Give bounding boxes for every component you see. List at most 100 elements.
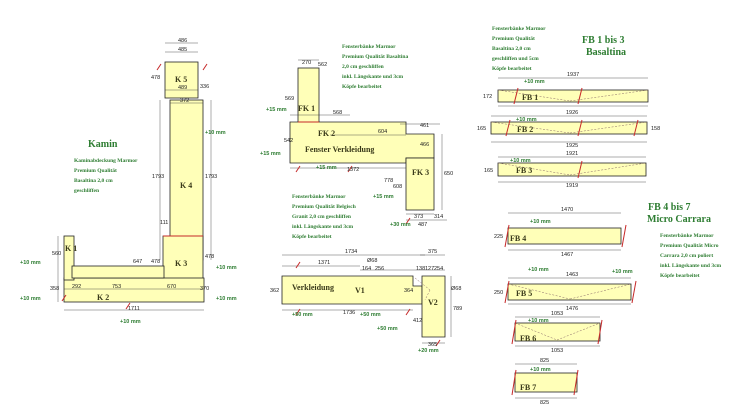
label-fb2: FB 2 <box>517 125 533 134</box>
kamin-step <box>71 265 165 279</box>
edge-red <box>156 63 162 71</box>
dim: 270 <box>302 60 311 66</box>
verk-desc-5: Köpfe bearbeitet <box>292 234 332 240</box>
dim: 172 <box>483 94 492 100</box>
edge-red <box>295 308 301 316</box>
mm-note: +30 mm <box>390 222 411 228</box>
fb2 <box>490 121 648 135</box>
dim: 127 <box>425 266 434 272</box>
dim: 569 <box>285 96 294 102</box>
fb13-desc-5: Köpfe bearbeitet <box>492 66 532 72</box>
edge-red <box>633 119 639 137</box>
dim: 1476 <box>566 306 578 312</box>
dim: 608 <box>393 184 402 190</box>
mm-note: +10 mm <box>216 296 237 302</box>
edge-red <box>577 160 583 179</box>
fb47-group: FB 4 bis 7 Micro Carrara Fensterbänke Ma… <box>494 202 722 406</box>
edge-red <box>405 217 411 225</box>
dim: 562 <box>318 62 327 68</box>
dim: 478 <box>151 259 160 265</box>
edge-red <box>511 319 517 345</box>
edge-red <box>61 294 67 302</box>
mm-note: +10 mm <box>524 79 545 85</box>
mm-note: +15 mm <box>266 107 287 113</box>
dim: 412 <box>413 318 422 324</box>
edge-red <box>573 369 579 396</box>
label-k2: K 2 <box>97 293 109 302</box>
dim: 1793 <box>152 174 164 180</box>
kamin-k3 <box>162 235 204 281</box>
mm-note: +50 mm <box>360 312 381 318</box>
fb47-desc-2: Premium Qualität Micro <box>660 243 719 249</box>
dim: 165 <box>477 126 486 132</box>
dim: 670 <box>167 284 176 290</box>
kamin-k1 <box>63 235 75 281</box>
fb47-title-2: Micro Carrara <box>647 214 711 225</box>
dim: 138 <box>416 266 425 272</box>
fb13-group: Fensterbänke Marmor Premium Qualität Bas… <box>477 26 660 189</box>
cut-line <box>497 162 571 176</box>
fenster-group: Fensterbänke Marmor Premium Qualität Bas… <box>260 44 453 228</box>
fb13-title-1: FB 1 bis 3 <box>582 35 625 46</box>
dim: 647 <box>133 259 142 265</box>
verk-desc-4: inkl. Längskante und 3cm <box>292 224 354 230</box>
dim: 336 <box>200 84 209 90</box>
dim: 568 <box>333 110 342 116</box>
dim: 1372 <box>347 167 359 173</box>
dim: 1470 <box>561 207 573 213</box>
mm-note: +50 mm <box>377 326 398 332</box>
fb13-desc-3: Basaltina 2,0 cm <box>492 46 531 52</box>
cut-line <box>569 162 647 176</box>
dim: 250 <box>494 290 503 296</box>
dim: 1467 <box>561 252 573 258</box>
dim: Ø68 <box>367 258 377 264</box>
dim: 256 <box>375 266 384 272</box>
edge-red <box>631 280 637 304</box>
label-v1: V1 <box>355 286 365 295</box>
edge-red <box>435 339 441 347</box>
kamin-k5 <box>164 61 199 99</box>
edge-red <box>513 87 519 105</box>
edge-red <box>621 224 627 248</box>
dim: 753 <box>112 284 121 290</box>
dim: 364 <box>404 288 413 294</box>
dim: 158 <box>651 126 660 132</box>
fenster-desc-5: Köpfe bearbeitet <box>342 84 382 90</box>
fb13-desc-1: Fensterbänke Marmor <box>492 26 546 32</box>
dim: 1711 <box>128 306 140 312</box>
label-k4: K 4 <box>180 181 192 190</box>
fenster-fk2 <box>289 121 435 164</box>
label-fb4: FB 4 <box>510 234 526 243</box>
edge-red <box>511 369 517 396</box>
verkleidung-group: Fensterbänke Marmor Premium Qualität Bel… <box>270 194 462 354</box>
dim: 292 <box>72 284 81 290</box>
fenster-desc-4: inkl. Längskante und 3cm <box>342 74 404 80</box>
label-fb7: FB 7 <box>520 383 536 392</box>
verk-v2 <box>421 275 446 338</box>
dim: 314 <box>434 214 443 220</box>
kamin-group: Kamin Kaminabdeckung Marmor Premium Qual… <box>20 38 237 325</box>
dim: 254 <box>434 266 443 272</box>
dim: 165 <box>484 168 493 174</box>
mm-note: +10 mm <box>516 117 537 123</box>
mm-note: +10 mm <box>528 267 549 273</box>
mm-note: +10 mm <box>528 318 549 324</box>
dim: 825 <box>540 400 549 406</box>
label-fb1: FB 1 <box>522 93 538 102</box>
label-v2: V2 <box>428 298 438 307</box>
dim: 1925 <box>566 143 578 149</box>
dim: 1053 <box>551 348 563 354</box>
edge-red <box>125 302 131 310</box>
fb13-title-2: Basaltina <box>586 47 626 58</box>
dim: 1919 <box>566 183 578 189</box>
cut-line <box>569 89 649 102</box>
dim: 560 <box>52 251 61 257</box>
mm-note: +10 mm <box>20 296 41 302</box>
edge-red <box>505 119 511 137</box>
dim: 1736 <box>343 310 355 316</box>
dim: 111 <box>160 220 168 226</box>
edge-red <box>597 319 603 345</box>
label-fb6: FB 6 <box>520 334 536 343</box>
verk-desc-1: Fensterbänke Marmor <box>292 194 346 200</box>
